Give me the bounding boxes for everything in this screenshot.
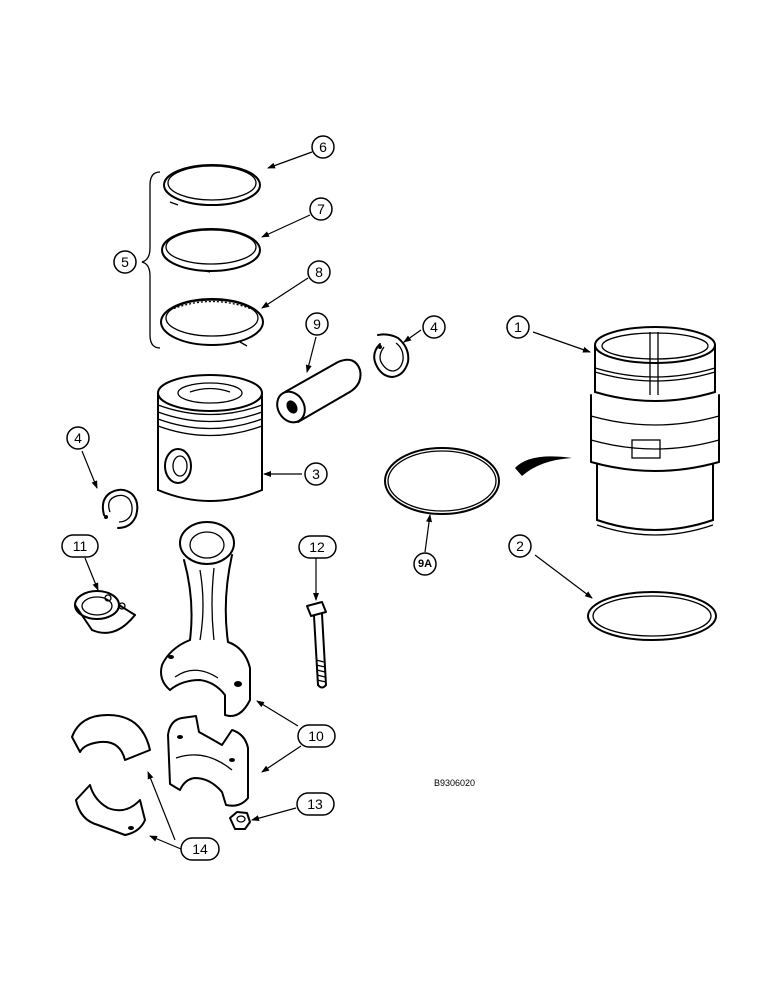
callout-6: 6 [311,135,335,159]
piston-ring-second [161,228,261,273]
svg-text:1: 1 [514,319,522,335]
callout-7: 7 [309,197,333,221]
svg-text:8: 8 [315,264,323,280]
callout-9: 9 [305,312,329,336]
sleeve-seal-ring [587,591,717,641]
svg-text:9A: 9A [418,558,432,570]
callout-5: 5 [113,250,137,274]
callout-2: 2 [508,534,532,558]
bearing-shell-lower [75,784,146,836]
svg-text:2: 2 [516,538,524,554]
callout-11: 11 [61,534,99,558]
retaining-ring-upper [373,333,410,378]
svg-text:9: 9 [313,316,321,332]
connecting-rod-nut [229,811,251,830]
connecting-rod [160,521,251,717]
callout-1: 1 [506,315,530,339]
callout-4-lower: 4 [66,426,90,450]
ring-set-bracket [141,171,161,349]
svg-text:12: 12 [309,539,325,555]
reference-code: B9306020 [434,778,475,788]
svg-text:10: 10 [308,728,324,744]
callout-12: 12 [298,535,337,559]
piston [157,374,263,502]
svg-text:6: 6 [319,139,327,155]
curved-indicator-arrow [515,456,572,476]
connecting-rod-bolt [306,601,327,689]
leader-lines [81,151,593,850]
callout-14: 14 [180,837,220,861]
o-ring [384,447,500,515]
svg-text:3: 3 [312,466,320,482]
callout-3: 3 [304,462,328,486]
callout-13: 13 [296,792,335,816]
connecting-rod-bushing [74,590,136,634]
retaining-ring-lower [101,488,139,529]
piston-ring-top [163,164,261,206]
bearing-shell-upper [71,714,151,761]
callout-4-upper: 4 [422,315,446,339]
svg-text:4: 4 [430,319,438,335]
cylinder-sleeve [590,326,720,536]
svg-text:13: 13 [307,796,323,812]
svg-text:14: 14 [192,841,208,857]
piston-pin [276,358,362,424]
svg-text:11: 11 [73,538,88,554]
svg-text:4: 4 [74,430,82,446]
callout-9a: 9A [413,552,437,576]
callout-10: 10 [297,724,336,748]
connecting-rod-cap [167,715,249,807]
callout-8: 8 [307,260,331,284]
piston-ring-oil-control [160,298,264,347]
svg-text:5: 5 [121,254,129,270]
svg-text:7: 7 [317,201,325,217]
